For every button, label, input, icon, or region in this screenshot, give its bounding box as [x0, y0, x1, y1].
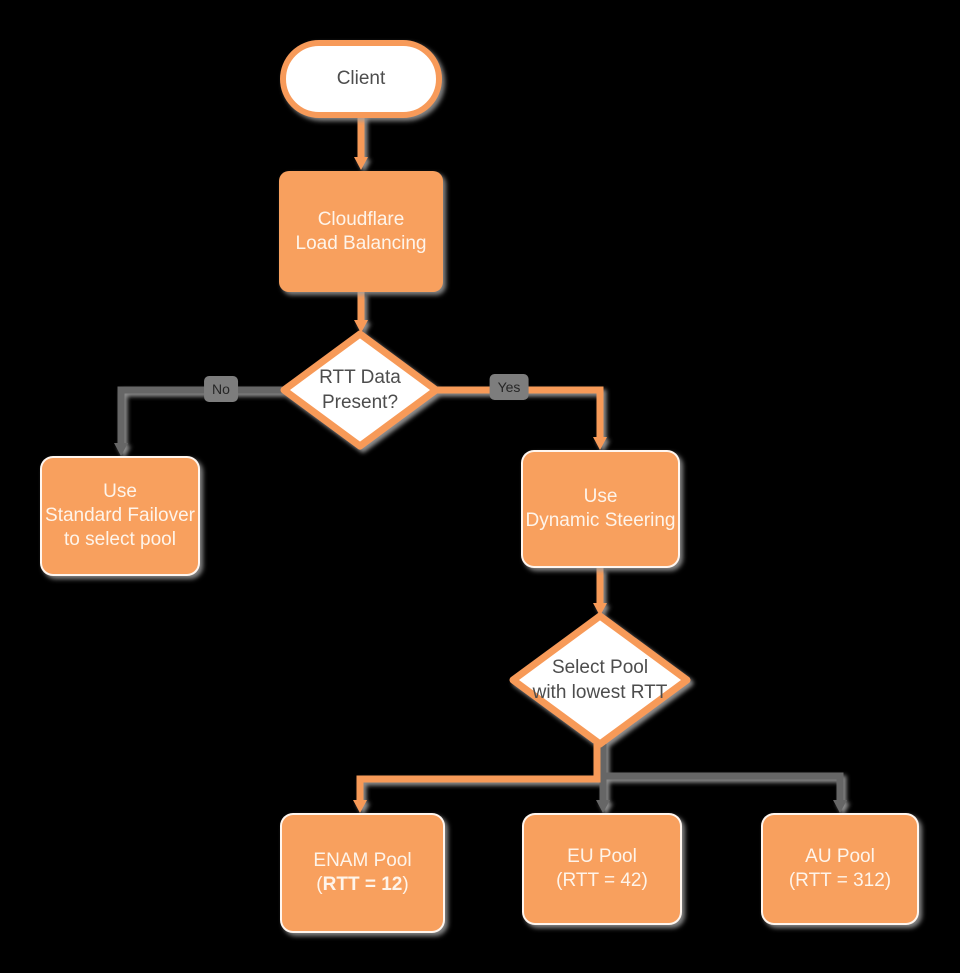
- dynamic-steering-label-line1: Use: [583, 486, 618, 507]
- edge-client-to-lb-arrowhead-icon: [354, 157, 368, 170]
- rtt-decision-diamond: [280, 330, 440, 450]
- client-node: Client: [280, 40, 442, 118]
- enam-pool-node: ENAM Pool (RTT = 12): [280, 813, 445, 933]
- edge-to-eu-arrowhead-icon: [596, 800, 610, 813]
- au-pool-node: AU Pool (RTT = 312): [761, 813, 919, 925]
- edge-label-yes: Yes: [489, 374, 529, 400]
- enam-pool-label-line1: ENAM Pool: [313, 850, 412, 871]
- edge-no-arrowhead-icon: [114, 443, 128, 456]
- edge-yes-line: [434, 386, 604, 437]
- enam-pool-rtt-suffix: ): [402, 874, 409, 895]
- load-balancer-label-line1: Cloudflare: [317, 208, 405, 230]
- edge-to-enam-line: [356, 744, 601, 800]
- edge-label-no: No: [204, 376, 238, 402]
- load-balancer-label-line2: Load Balancing: [295, 232, 427, 254]
- eu-pool-node: EU Pool (RTT = 42): [522, 813, 682, 925]
- standard-failover-label-line1: Use: [103, 481, 137, 502]
- edge-to-au-arrowhead-icon: [833, 800, 847, 813]
- select-pool-diamond: [509, 612, 691, 748]
- au-pool-label-line2: (RTT = 312): [789, 869, 891, 893]
- edge-to-au-line: [603, 772, 844, 800]
- edge-yes-arrowhead-icon: [593, 437, 607, 450]
- standard-failover-node: Use Standard Failover to select pool: [40, 456, 200, 576]
- load-balancer-node: Cloudflare Load Balancing: [279, 171, 443, 292]
- client-label: Client: [336, 68, 386, 89]
- au-pool-label-line1: AU Pool: [805, 846, 875, 867]
- au-pool-rtt-prefix: (RTT = 312): [788, 870, 892, 891]
- edge-to-enam-arrowhead-icon: [353, 800, 367, 813]
- eu-pool-label-line1: EU Pool: [567, 846, 637, 867]
- dynamic-steering-node: Use Dynamic Steering: [521, 450, 680, 568]
- enam-pool-label-line2: (RTT = 12): [316, 873, 408, 897]
- standard-failover-label-line3: to select pool: [64, 529, 176, 550]
- standard-failover-label-line2: Standard Failover: [45, 505, 195, 526]
- eu-pool-label-line2: (RTT = 42): [556, 869, 648, 893]
- enam-pool-rtt-value: RTT = 12: [322, 874, 403, 895]
- eu-pool-rtt-prefix: (RTT = 42): [556, 870, 648, 891]
- edge-lb-to-decision-arrowhead-icon: [354, 320, 368, 333]
- dynamic-steering-label-line2: Dynamic Steering: [525, 510, 676, 531]
- enam-pool-rtt-prefix: (: [316, 874, 323, 895]
- edge-steering-to-select-arrowhead-icon: [593, 603, 607, 616]
